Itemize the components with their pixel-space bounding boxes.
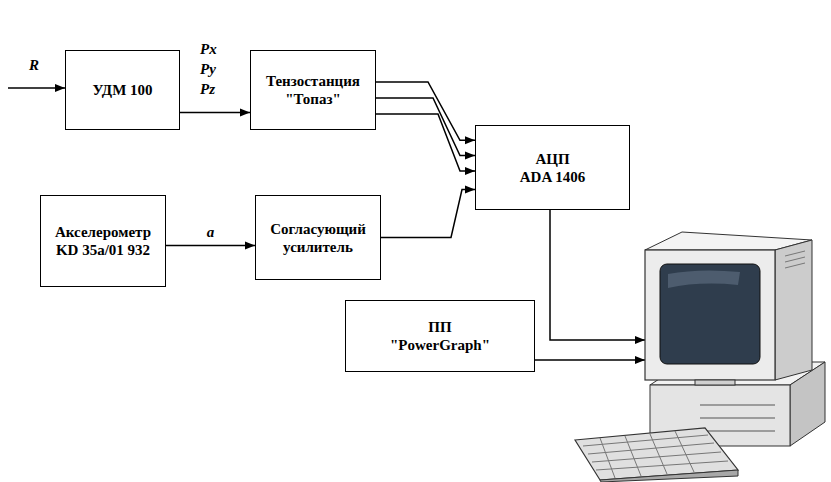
monitor-screen	[660, 264, 760, 364]
box-label: Тензостанция "Топаз"	[258, 72, 368, 108]
signal-label: R	[28, 56, 40, 74]
signal-label: a	[206, 223, 216, 241]
drive-slot	[700, 405, 775, 406]
data-line	[535, 359, 645, 361]
box-label: АЦП ADA 1406	[519, 150, 587, 186]
signal-arrow	[166, 245, 255, 247]
key-columns	[600, 431, 694, 478]
vent-line	[785, 257, 805, 262]
sensor-box: Акселерометр KD 35a/01 932	[40, 195, 166, 287]
drive-slot	[700, 431, 775, 432]
signal-label: Pz	[199, 80, 216, 98]
input-arrow	[8, 87, 65, 89]
monitor-stand	[695, 380, 735, 385]
signal-label: Px	[199, 40, 218, 58]
software-box: ПП "PowerGraph"	[345, 300, 535, 372]
monitor-side	[775, 240, 812, 380]
box-label: Акселерометр KD 35a/01 932	[48, 223, 158, 259]
key-rows	[583, 435, 728, 470]
signal-arrow	[376, 98, 475, 156]
box-label: УДМ 100	[92, 81, 152, 99]
vent-line	[785, 251, 805, 256]
converter-box: АЦП ADA 1406	[475, 125, 630, 210]
amplifier-box: Согласующий усилитель	[255, 195, 381, 280]
process-box: Тензостанция "Топаз"	[250, 50, 376, 130]
drive-slot	[700, 418, 775, 419]
signal-label: Py	[199, 60, 217, 78]
monitor-bezel	[645, 250, 775, 380]
signal-arrow	[376, 114, 475, 171]
signal-arrow	[180, 112, 250, 114]
signal-arrow	[381, 190, 475, 238]
keyboard-edge	[600, 470, 738, 482]
screen-glare	[668, 270, 740, 288]
box-label: ПП "PowerGraph"	[388, 318, 493, 354]
data-line	[550, 210, 645, 340]
process-box: УДМ 100	[65, 50, 180, 130]
signal-arrow	[376, 82, 475, 140]
vent-line	[785, 263, 805, 268]
box-label: Согласующий усилитель	[263, 220, 373, 256]
